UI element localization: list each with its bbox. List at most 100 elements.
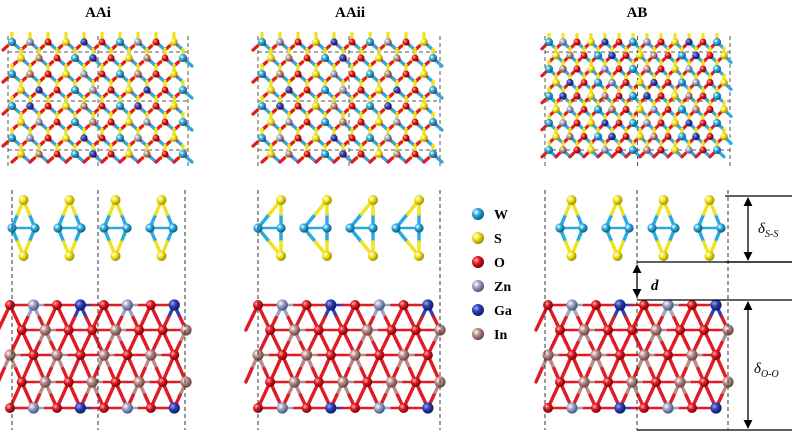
bond — [554, 151, 562, 159]
atom-s — [552, 105, 560, 114]
atom-in — [288, 324, 300, 336]
bond — [314, 156, 323, 164]
bond — [534, 315, 544, 332]
bond — [46, 156, 55, 164]
bond — [725, 57, 733, 64]
atom-o — [350, 300, 361, 310]
atom-s — [62, 70, 70, 78]
atom-s — [276, 251, 286, 261]
atom-o — [402, 38, 410, 46]
bond — [332, 156, 341, 164]
atom-in — [608, 105, 616, 114]
atom-o — [325, 350, 336, 360]
atom-in — [145, 349, 157, 361]
atom-zn — [80, 70, 88, 78]
atom-s — [110, 195, 121, 205]
atom-o — [615, 38, 623, 46]
atom-in — [39, 376, 51, 388]
atom-ga — [168, 402, 180, 414]
atom-s — [322, 251, 332, 261]
atom-in — [133, 376, 145, 388]
atom-s — [375, 118, 383, 126]
bond — [624, 151, 632, 159]
atom-o — [98, 403, 109, 413]
atom-zn — [35, 118, 43, 126]
atom-o — [657, 119, 665, 127]
atom-o — [573, 119, 581, 127]
atom-in — [643, 146, 651, 154]
atom-o — [699, 377, 709, 387]
atom-o — [107, 54, 115, 62]
atom-s — [587, 65, 595, 73]
atom-ga — [685, 119, 693, 127]
atom-o — [374, 350, 385, 360]
atom-ga — [422, 299, 434, 311]
atom-o — [615, 146, 623, 154]
atom-s — [472, 232, 484, 244]
atom-w — [71, 118, 79, 126]
atom-w — [30, 223, 40, 233]
bond — [708, 151, 716, 159]
atom-o — [277, 350, 288, 360]
atom-ga — [80, 134, 88, 142]
atom-w — [366, 102, 374, 110]
atom-in — [650, 51, 658, 60]
atom-o — [555, 377, 565, 387]
atom-o — [145, 300, 156, 310]
atom-w — [594, 132, 602, 141]
atom-zn — [121, 402, 133, 414]
atom-s — [170, 38, 178, 46]
atom-w — [678, 51, 686, 60]
atom-in — [285, 54, 293, 62]
atom-o — [402, 102, 410, 110]
atom-zn — [566, 402, 578, 414]
atom-o — [303, 86, 311, 94]
atom-o — [664, 106, 672, 113]
atom-w — [713, 38, 721, 46]
atom-s — [704, 251, 715, 261]
atom-w — [168, 223, 178, 233]
atom-in — [26, 70, 34, 78]
atom-o — [161, 54, 169, 62]
cell-boundaries — [11, 190, 729, 430]
atom-w — [368, 223, 378, 233]
atom-o — [98, 70, 106, 78]
atom-w — [71, 86, 79, 94]
atom-w — [179, 54, 187, 62]
atom-w — [53, 223, 63, 233]
bond — [251, 76, 260, 84]
atom-s — [552, 78, 560, 87]
delta-oo-symbol: δ — [754, 361, 762, 377]
atom-ga — [325, 402, 337, 414]
atom-o — [615, 119, 623, 127]
atom-o — [98, 300, 109, 310]
atom-o — [44, 70, 52, 78]
atom-o — [122, 350, 133, 360]
atom-zn — [276, 38, 284, 46]
atom-o — [639, 300, 649, 310]
atom-o — [422, 350, 433, 360]
bond — [435, 92, 444, 100]
bond — [638, 151, 646, 159]
atom-zn — [393, 118, 401, 126]
atom-o — [603, 377, 613, 387]
atom-w — [321, 86, 329, 94]
atom-zn — [276, 402, 288, 414]
atom-s — [125, 150, 133, 158]
atom-s — [552, 51, 560, 60]
atom-s — [312, 102, 320, 110]
atom-zn — [26, 134, 34, 142]
atom-s — [636, 132, 644, 141]
atom-in — [590, 349, 602, 361]
bond — [185, 156, 194, 164]
atom-s — [636, 51, 644, 60]
atom-in — [180, 376, 192, 388]
atom-s — [276, 195, 286, 205]
atom-w — [366, 70, 374, 78]
atom-o — [265, 325, 276, 335]
atom-w — [429, 118, 437, 126]
side-view-ws2-ab — [555, 195, 726, 261]
atom-w — [258, 134, 266, 142]
atom-o — [357, 54, 365, 62]
